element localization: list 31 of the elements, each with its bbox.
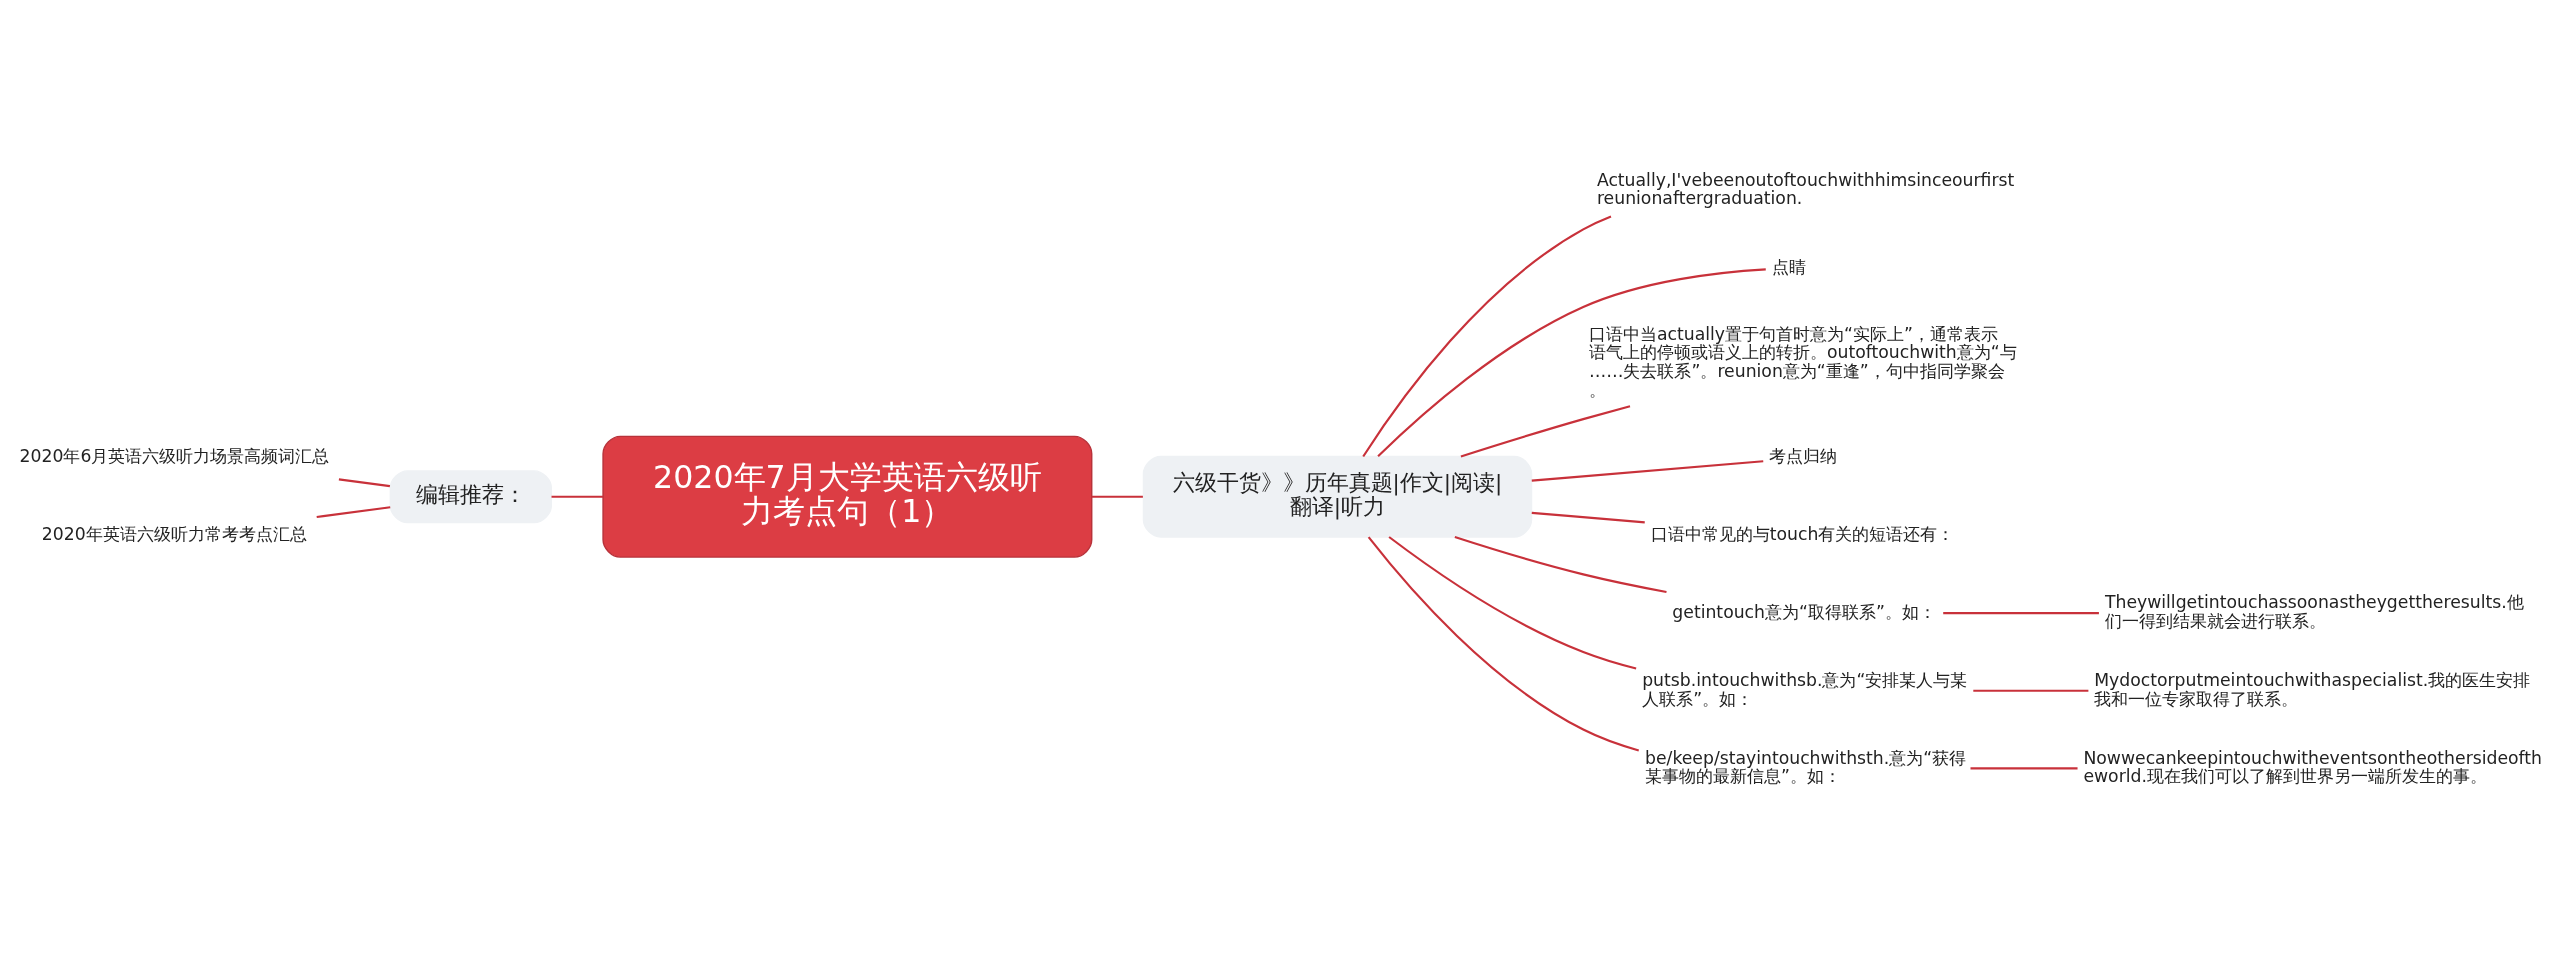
node-text: Nowwecankeepintouchwitheventsontheothersideoftheworld.现在我们可以了解到世界另一端所发生的事。 (2083, 747, 2543, 787)
connector (1973, 689, 2089, 692)
connector (1367, 536, 1640, 752)
node-text: Mydoctorputmeintouchwithaspecialist.我的医生安排我和一位专家取得了联系。 (2094, 669, 2531, 709)
connector (1362, 215, 1612, 458)
connector (316, 506, 391, 519)
node-text: be/keep/stayintouchwithsth.意为“获得某事物的最新信息”。如： (1645, 747, 1967, 787)
node-box: 编辑推荐： (389, 470, 553, 524)
connector (1943, 612, 2099, 615)
node-text: 口语中常见的与touch有关的短语还有： (1650, 524, 1955, 545)
connector (551, 495, 603, 498)
connector (1531, 511, 1645, 524)
connector (1970, 767, 2078, 770)
node-text: 考点归纳 (1769, 446, 1838, 467)
node-text: putsb.intouchwithsb.意为“安排某人与某人联系”。如： (1642, 669, 1968, 709)
node-box: 2020年7月大学英语六级听力考点句（1） (602, 435, 1093, 558)
node-box: 六级干货》》历年真题|作文|阅读|翻译|听力 (1142, 455, 1533, 538)
node-text: 2020年6月英语六级听力场景高频词汇总 (19, 446, 330, 467)
node-text: Actually,I'vebeenoutoftouchwithhimsinceourfirstreunionaftergraduation. (1596, 169, 2015, 209)
connector (1531, 460, 1764, 482)
node-text: 点睛 (1771, 256, 1806, 277)
node-text: 2020年英语六级听力常考考点汇总 (41, 524, 307, 545)
connector (338, 478, 391, 488)
connector (1454, 536, 1667, 593)
connector (1460, 405, 1631, 458)
node-text: 口语中当actually置于句首时意为“实际上”，通常表示语气上的停顿或语义上的转折。outoftouchwith意为“与……失去联系”。reunion意为“重逢”，句中指同学聚会。 (1589, 323, 2017, 400)
node-text: Theywillgetintouchassoonastheygettheresults.他们一得到结果就会进行联系。 (2104, 592, 2524, 631)
node-text: getintouch意为“取得联系”。如： (1672, 601, 1936, 622)
connector (1091, 495, 1143, 498)
connector (1377, 268, 1766, 458)
connector (1388, 536, 1637, 670)
